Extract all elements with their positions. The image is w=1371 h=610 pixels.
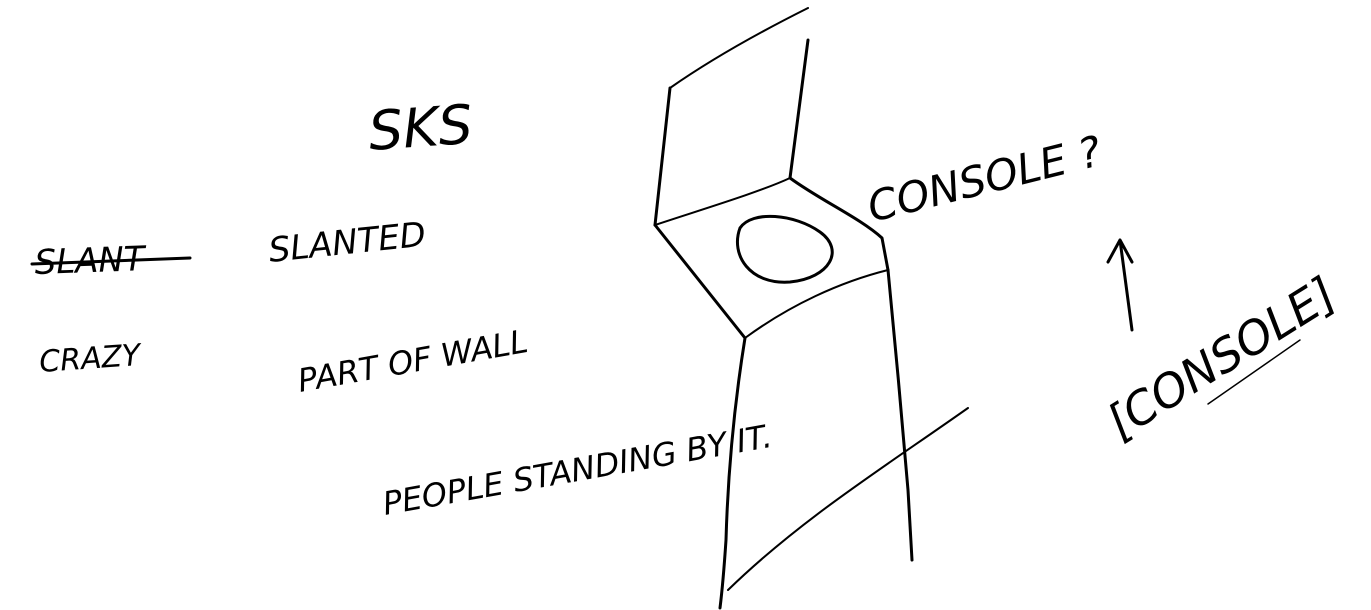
column-top-edge: [670, 8, 808, 88]
console-button-circle: [737, 216, 832, 282]
struck-word-group: SLANT: [32, 239, 190, 283]
part-of-wall-note: PART OF WALL: [295, 322, 531, 400]
console-left-slope: [655, 225, 745, 338]
slanted-wall-column: [655, 8, 968, 608]
slanted-note: SLANTED: [267, 215, 428, 271]
column-right-upper: [790, 40, 808, 178]
console-question-note: CONSOLE ?: [863, 126, 1107, 231]
crazy-note: CRAZY: [38, 338, 144, 380]
console-top-back-edge: [655, 178, 790, 225]
console-callout: [CONSOLE]: [1097, 240, 1345, 449]
people-standing-note: PEOPLE STANDING BY IT.: [380, 417, 775, 523]
column-right-lower: [888, 270, 912, 560]
title-note: SKS: [367, 93, 475, 163]
column-left-upper: [655, 88, 670, 225]
up-arrow: [1108, 240, 1132, 330]
column-left-lower: [720, 338, 745, 608]
console-bracketed-note: [CONSOLE]: [1097, 266, 1345, 449]
